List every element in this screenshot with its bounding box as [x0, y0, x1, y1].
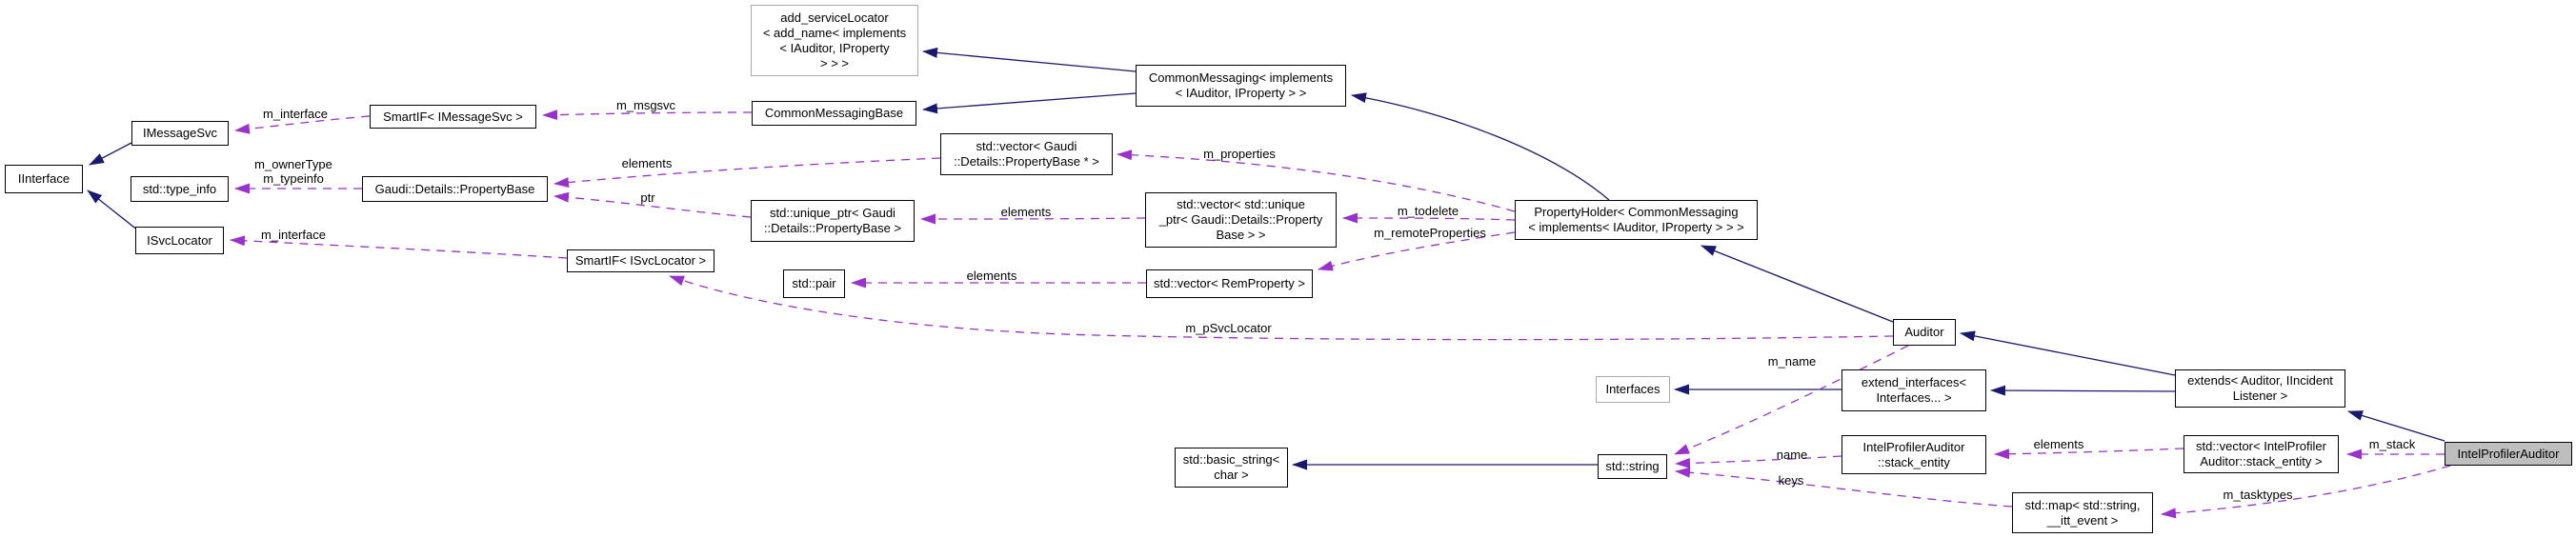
node-extend-interfaces[interactable]: extend_interfaces< Interfaces... > — [1841, 369, 1986, 411]
node-add-servicelocator[interactable]: add_serviceLocator < add_name< implement… — [751, 5, 918, 76]
edge-label-m-stack: m_stack — [2368, 437, 2416, 451]
edge-label-name: name — [1776, 448, 1808, 462]
node-auditor[interactable]: Auditor — [1893, 319, 1956, 346]
edge-label-keys: keys — [1778, 473, 1804, 488]
edge-label-m-todelete: m_todelete — [1397, 204, 1459, 218]
edge-label-elements-uniqueptr: elements — [1000, 205, 1052, 219]
node-std-string[interactable]: std::string — [1598, 454, 1667, 479]
node-intelprofilerauditor: IntelProfilerAuditor — [2445, 442, 2572, 466]
node-iinterface[interactable]: IInterface — [5, 165, 83, 193]
node-std-map-itt-event[interactable]: std::map< std::string, __itt_event > — [2012, 492, 2153, 533]
edge-label-m-name: m_name — [1767, 354, 1817, 369]
edge-label-m-interface-svcloc: m_interface — [261, 228, 326, 242]
edge-label-m-tasktypes: m_tasktypes — [2223, 488, 2293, 502]
node-std-vector-stack-entity[interactable]: std::vector< IntelProfiler Auditor::stac… — [2184, 435, 2339, 473]
edge-label-elements-stack: elements — [2033, 437, 2084, 451]
node-std-vector-propertybase-ptr[interactable]: std::vector< Gaudi ::Details::PropertyBa… — [940, 133, 1113, 175]
node-smartif-imessagesvc[interactable]: SmartIF< IMessageSvc > — [370, 105, 536, 129]
node-smartif-isvclocator[interactable]: SmartIF< ISvcLocator > — [567, 249, 714, 272]
edge-label-elements-propertybase: elements — [621, 156, 673, 170]
edge-label-ptr: ptr — [640, 190, 655, 205]
node-propertyholder[interactable]: PropertyHolder< CommonMessaging < implem… — [1515, 200, 1758, 240]
edge-label-m-remoteproperties: m_remoteProperties — [1374, 226, 1486, 240]
node-isvclocator[interactable]: ISvcLocator — [135, 227, 224, 254]
node-gaudi-details-propertybase[interactable]: Gaudi::Details::PropertyBase — [362, 176, 548, 202]
node-intelprofilerauditor-stack-entity[interactable]: IntelProfilerAuditor ::stack_entity — [1841, 435, 1986, 474]
node-imessagesvc[interactable]: IMessageSvc — [131, 121, 229, 146]
edge-label-m-interface-msgsvc: m_interface — [263, 107, 328, 121]
node-std-basic-string[interactable]: std::basic_string< char > — [1175, 448, 1288, 488]
node-commonmessagingbase[interactable]: CommonMessagingBase — [752, 101, 916, 126]
edge-label-elements-pair: elements — [966, 269, 1017, 283]
node-std-pair[interactable]: std::pair — [783, 269, 845, 298]
node-std-type-info[interactable]: std::type_info — [131, 176, 229, 202]
node-std-vector-remproperty[interactable]: std::vector< RemProperty > — [1146, 269, 1313, 298]
edge-label-m-psvclocator: m_pSvcLocator — [1185, 321, 1272, 335]
edge-label-m-ownertype-m-typeinfo: m_ownerType m_typeinfo — [254, 157, 332, 186]
node-extends-auditor-iincidentlistener[interactable]: extends< Auditor, IIncident Listener > — [2175, 369, 2345, 408]
node-std-vector-unique-ptr[interactable]: std::vector< std::unique _ptr< Gaudi::De… — [1145, 192, 1337, 248]
node-commonmessaging[interactable]: CommonMessaging< implements < IAuditor, … — [1136, 65, 1346, 107]
edge-label-m-properties: m_properties — [1203, 147, 1276, 161]
edge-label-m-msgsvc: m_msgsvc — [615, 98, 676, 112]
node-interfaces[interactable]: Interfaces — [1596, 376, 1670, 403]
node-std-unique-ptr[interactable]: std::unique_ptr< Gaudi ::Details::Proper… — [751, 200, 915, 242]
